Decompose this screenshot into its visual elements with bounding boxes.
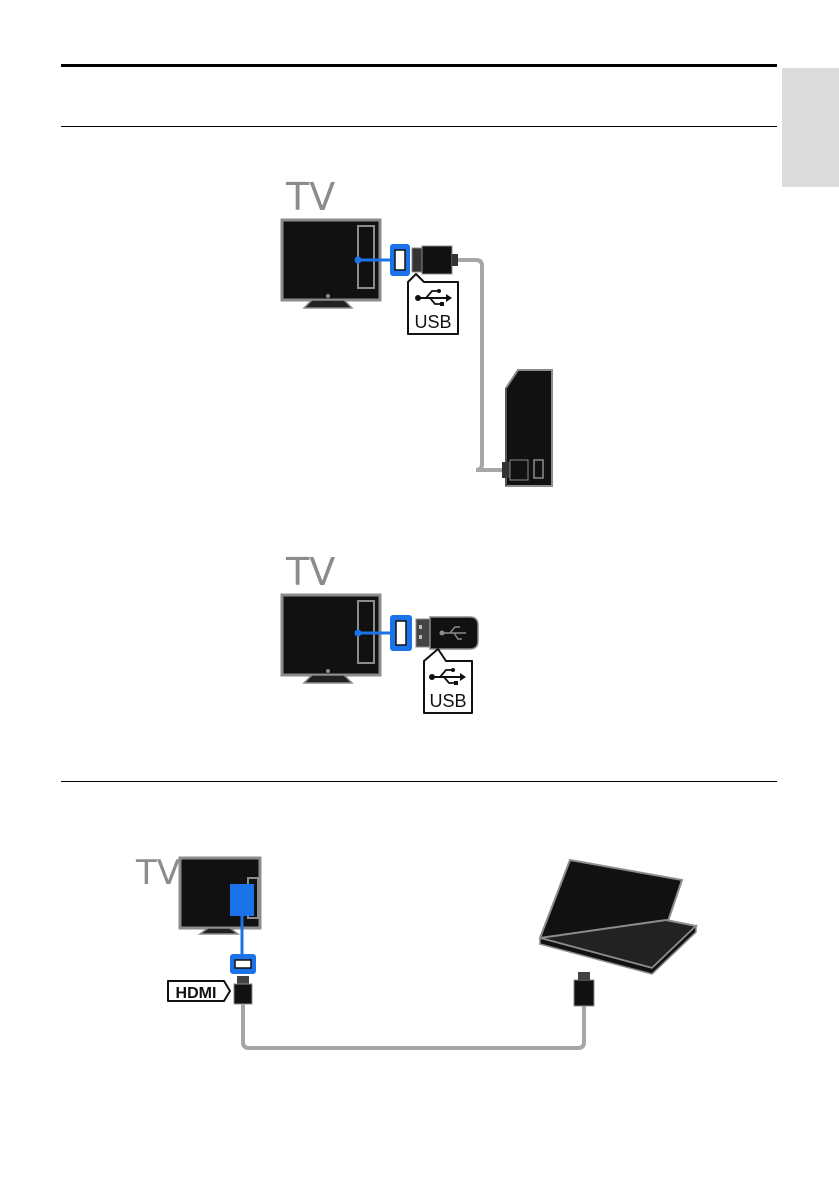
hdmi-plug-computer [574, 972, 594, 1006]
usb-flash-drive-icon [416, 617, 478, 649]
usb-port-label: USB [429, 691, 466, 711]
section-divider-2 [61, 781, 777, 782]
hdmi-port-label: HDMI [176, 985, 217, 1002]
tv-label: TV [135, 853, 180, 893]
usb-flash-drive-diagram: TV USB [270, 545, 500, 720]
usb-hard-drive-diagram: TV USB [270, 170, 570, 500]
usb-badge: USB [408, 274, 458, 334]
tv-icon [282, 595, 380, 683]
hdmi-badge: HDMI [168, 981, 230, 1002]
laptop-icon [540, 860, 696, 974]
usb-plug-drive [502, 460, 528, 480]
tv-icon [180, 858, 260, 934]
tv-label: TV [285, 550, 335, 594]
tv-label: TV [285, 175, 335, 219]
hdmi-computer-diagram: TV HDMI [130, 850, 710, 1080]
usb-port-label: USB [414, 312, 451, 332]
hdmi-plug [234, 976, 252, 1004]
top-rule [61, 64, 777, 67]
tv-icon [282, 220, 380, 308]
usb-plug [412, 246, 458, 274]
usb-badge: USB [424, 649, 472, 713]
language-tab [782, 68, 839, 187]
section-divider-1 [61, 126, 777, 127]
